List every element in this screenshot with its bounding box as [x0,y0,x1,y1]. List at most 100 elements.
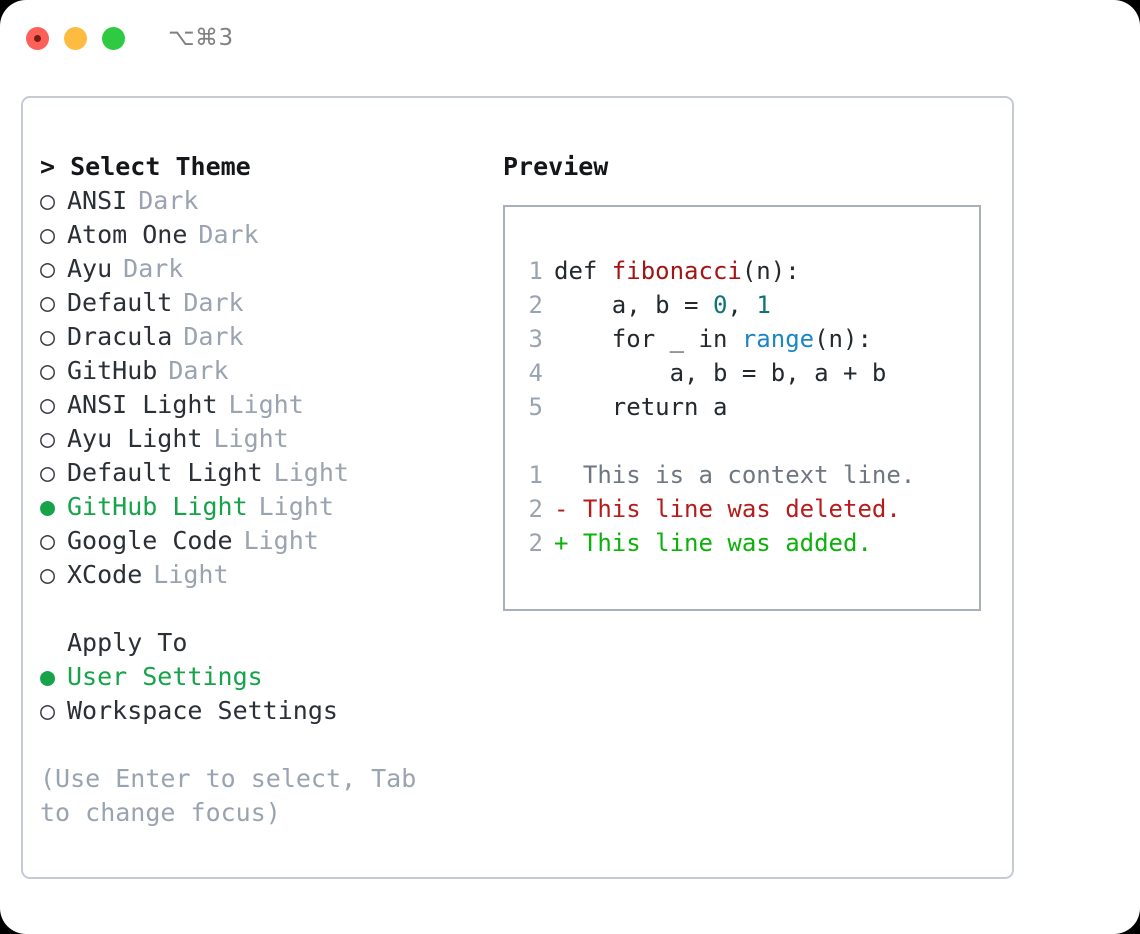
diff-text: This is a context line. [582,461,916,489]
theme-option-label: Atom One [67,220,188,249]
radio-unselected-icon: ○ [40,560,56,589]
apply-to-header: Apply To [67,628,188,657]
keyboard-hint-text: (Use Enter to select, Tab to change focu… [40,764,417,827]
theme-variant-tag: Light [153,560,229,589]
code-token-num: 0 [712,291,728,319]
theme-option-atom-one[interactable]: ○ Atom One Dark [40,218,485,252]
theme-variant-tag: Dark [183,288,244,317]
radio-selected-icon: ● [40,662,56,691]
radio-unselected-icon: ○ [40,458,56,487]
theme-option-label: Google Code [67,526,233,555]
keyboard-shortcut-label: ⌥⌘3 [168,25,234,51]
apply-to-option-label: User Settings [67,662,263,691]
theme-option-dracula[interactable]: ○ Dracula Dark [40,320,485,354]
diff-sign [554,461,583,489]
code-token-fn: fibonacci [611,257,742,285]
theme-variant-tag: Light [228,390,304,419]
diff-sign: - [554,495,583,523]
theme-option-google-code[interactable]: ○ Google Code Light [40,524,485,558]
line-number: 2 [528,529,543,557]
radio-unselected-icon: ○ [40,696,56,725]
theme-variant-tag: Light [213,424,289,453]
radio-unselected-icon: ○ [40,356,56,385]
list-spacer [40,592,485,626]
code-token-plain: , [727,291,757,319]
theme-variant-tag: Dark [198,220,259,249]
apply-to-option-list: ● User Settings ○ Workspace Settings [40,660,485,728]
theme-option-label: GitHub [67,356,158,385]
radio-unselected-icon: ○ [40,526,56,555]
theme-option-xcode[interactable]: ○ XCode Light [40,558,485,592]
theme-option-label: Default Light [67,458,263,487]
radio-unselected-icon: ○ [40,254,56,283]
theme-option-label: ANSI [67,186,128,215]
radio-unselected-icon: ○ [40,220,56,249]
theme-option-ayu-light[interactable]: ○ Ayu Light Light [40,422,485,456]
theme-variant-tag: Light [243,526,319,555]
code-token-plain: a, b = b, a + b [554,359,887,387]
radio-unselected-icon: ○ [40,186,56,215]
radio-unselected-icon: ○ [40,424,56,453]
theme-variant-tag: Dark [183,322,244,351]
traffic-lights [26,26,125,50]
theme-option-label: Ayu Light [67,424,203,453]
diff-line-ctx: 1 This is a context line. [519,458,979,492]
theme-variant-tag: Dark [168,356,229,385]
diff-sign: + [554,529,583,557]
code-token-num: 1 [756,291,771,319]
close-icon [34,34,41,42]
theme-option-label: Dracula [67,322,173,351]
theme-option-label: GitHub Light [67,492,248,521]
theme-variant-tag: Light [273,458,349,487]
code-token-plain: (n): [741,257,800,285]
theme-variant-tag: Light [258,492,334,521]
close-button[interactable] [26,26,49,50]
code-diff-gap [519,424,979,458]
zoom-button[interactable] [102,26,125,50]
code-line: 2 a, b = 0, 1 [519,288,979,322]
radio-selected-icon: ● [40,492,56,521]
radio-unselected-icon: ○ [40,322,56,351]
theme-option-label: Ayu [67,254,113,283]
minimize-button[interactable] [64,26,87,50]
radio-unselected-icon: ○ [40,390,56,419]
apply-to-option-user-settings[interactable]: ● User Settings [40,660,485,694]
line-number: 2 [528,291,543,319]
code-token-plain: for _ in [554,325,742,353]
code-line: 5 return a [519,390,979,424]
apply-to-option-label: Workspace Settings [67,696,338,725]
theme-option-label: ANSI Light [67,390,218,419]
theme-option-ansi-light[interactable]: ○ ANSI Light Light [40,388,485,422]
diff-text: This line was added. [582,529,872,557]
code-token-plain: a, b = [554,291,713,319]
theme-option-default-light[interactable]: ○ Default Light Light [40,456,485,490]
hint-spacer [40,728,485,762]
code-line: 3 for _ in range(n): [519,322,979,356]
radio-unselected-icon: ○ [40,288,56,317]
diff-line-del: 2- This line was deleted. [519,492,979,526]
diff-line-add: 2 + This line was added. [519,526,979,560]
code-token-plain: def [554,257,612,285]
code-token-plain: (n): [814,325,872,353]
apply-to-option-workspace-settings[interactable]: ○ Workspace Settings [40,694,485,728]
diff-text: This line was deleted. [582,495,901,523]
code-line: 4 a, b = b, a + b [519,356,979,390]
theme-option-github-light[interactable]: ● GitHub Light Light [40,490,485,524]
preview-header: Preview [503,152,609,181]
theme-option-github[interactable]: ○ GitHub Dark [40,354,485,388]
diff-sample: 1 This is a context line.2- This line wa… [519,458,979,560]
select-theme-header: > Select Theme [40,152,251,181]
theme-option-label: XCode [67,560,143,589]
line-number: 1 [528,461,543,489]
code-token-plain: return a [554,393,728,421]
